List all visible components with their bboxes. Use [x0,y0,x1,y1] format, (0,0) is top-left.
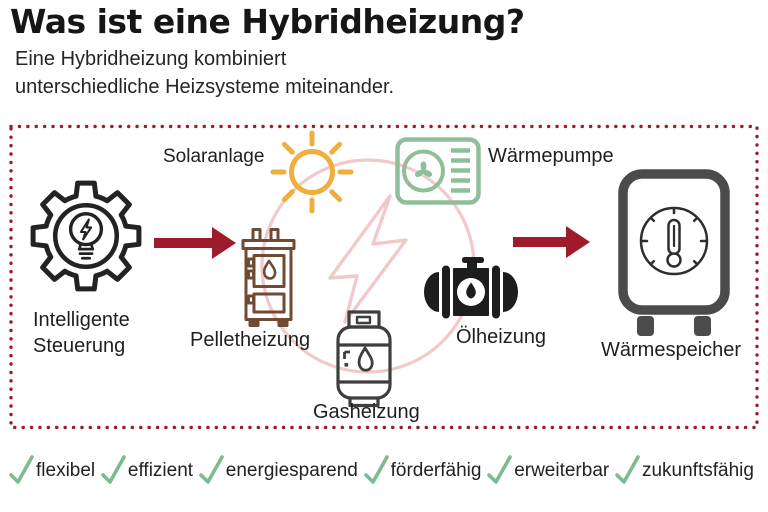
benefit-label: erweiterbar [514,460,610,481]
dotted-border [9,124,759,430]
benefit-label: förderfähig [390,460,482,481]
check-icon [487,455,512,484]
heat-pump-icon [395,137,481,205]
check-icon [101,455,126,484]
benefit-item: erweiterbar [486,454,609,485]
steuerung-label: Intelligente Steuerung [33,309,130,357]
benefits-row: flexibel effizient energiesparend förder… [8,451,754,485]
benefit-item: flexibel [8,454,95,485]
check-icon [9,455,34,484]
speicher-label: Wärmespeicher [601,339,742,361]
benefit-item: zukunftsfähig [614,454,754,485]
flow-arrow-right [513,226,590,258]
benefit-item: energiesparend [198,454,358,485]
gear-lightbulb-icon [30,180,142,292]
flow-arrow-left [154,227,236,259]
pellet-label: Pelletheizung [190,329,311,351]
check-icon [615,455,640,484]
heat-storage-icon [618,169,730,336]
solar-label: Solaranlage [163,146,265,167]
check-icon [198,455,224,484]
sun-icon [270,130,354,214]
benefit-label: effizient [127,460,194,481]
benefit-item: effizient [100,454,193,485]
benefit-item: förderfähig [363,454,482,485]
page-subtitle: Eine Hybridheizung kombiniert unterschie… [15,48,395,98]
oil-tank-icon [424,257,518,322]
benefit-label: zukunftsfähig [641,460,754,481]
benefit-label: energiesparend [225,460,358,481]
benefit-label: flexibel [36,460,96,481]
check-icon [363,455,389,484]
gas-bottle-icon [336,310,392,408]
pellet-boiler-icon [241,228,296,327]
waermepumpe-label: Wärmepumpe [488,145,614,167]
gas-label: Gasheizung [313,401,420,423]
page-title: Was ist eine Hybridheizung? [10,2,525,41]
lightning-icon [328,194,408,324]
oel-label: Ölheizung [456,326,547,348]
